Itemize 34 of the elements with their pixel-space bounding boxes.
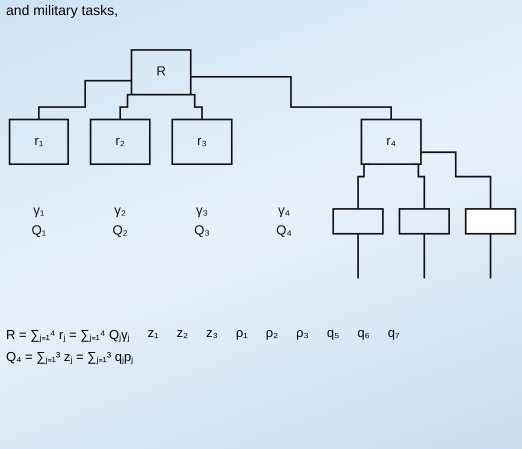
node-label: Q₂ <box>112 224 128 238</box>
symbol-label: q₅ <box>326 325 340 342</box>
symbol-label: ρ₁ <box>236 325 248 342</box>
node-box: r₂ <box>90 118 151 166</box>
heading-fragment: and military tasks, <box>6 2 118 18</box>
node-box <box>464 208 516 235</box>
connector <box>190 76 392 120</box>
symbol-label: z₁ <box>148 325 159 342</box>
connector <box>357 232 359 280</box>
connector <box>423 232 426 280</box>
symbol-label: ρ₂ <box>266 325 278 342</box>
node-label: γ₁ <box>33 204 44 218</box>
node-label: Q₁ <box>31 224 46 238</box>
symbol-label: q₇ <box>388 325 400 342</box>
node-label: Q₃ <box>194 224 210 238</box>
symbol-label: ρ₃ <box>296 325 309 342</box>
node-label: γ₄ <box>278 204 290 218</box>
symbol-label: z₃ <box>206 325 218 342</box>
node-box: r₄ <box>360 118 422 166</box>
node-box: R <box>130 49 192 96</box>
connector <box>38 80 132 120</box>
node-label: γ₂ <box>114 204 126 218</box>
node-box: r₃ <box>171 118 233 166</box>
node-box <box>332 208 384 235</box>
symbol-label: q₆ <box>357 325 370 342</box>
formula: Q₄ = ∑ⱼ₌₁³ zⱼ = ∑ⱼ₌₁³ qⱼpⱼ <box>6 348 134 365</box>
connector <box>420 151 492 210</box>
node-label: γ₃ <box>196 204 208 218</box>
formula: R = ∑ⱼ₌₁⁴ rⱼ = ∑ⱼ₌₁⁴ Qⱼγⱼ <box>6 326 130 343</box>
symbol-label: z₂ <box>176 325 188 342</box>
connector <box>490 232 492 280</box>
node-box: r₁ <box>8 118 69 166</box>
node-box <box>398 208 450 235</box>
node-label: Q₄ <box>276 224 292 238</box>
